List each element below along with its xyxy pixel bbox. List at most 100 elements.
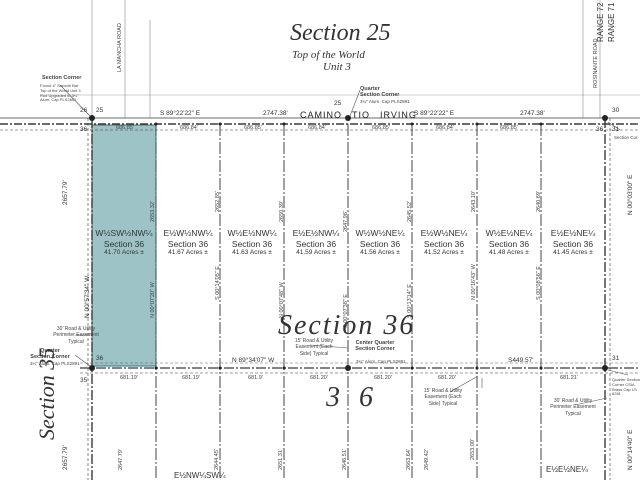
parcel-8-acres: 41.45 Acres ± xyxy=(553,249,593,257)
west-line-distance: 2657.79' xyxy=(62,180,69,205)
parcel-3-acres: 41.63 Acres ± xyxy=(232,249,272,257)
parcel-5-section: Section 36 xyxy=(359,238,401,249)
section-number-35: 35 xyxy=(80,377,88,384)
north-bearing-2: S 89°22'22" E xyxy=(414,110,455,117)
section-number-36-sw: 36 xyxy=(96,355,104,362)
east-section-line xyxy=(604,118,611,480)
center-quarter-label: Center Quarter Section Corner xyxy=(355,340,395,353)
north-dist-b: 686.84' xyxy=(180,125,198,131)
lower-parcel-left: E½NW¼SW¼ xyxy=(174,471,226,480)
vertical-bearing-7: S 00°08'56" E xyxy=(536,266,542,300)
vertical-bearing-2: S 00°14'05" E xyxy=(215,266,221,300)
parcel-4[interactable]: E½E½NW¼ Section 36 41.59 Acres ± xyxy=(286,228,346,257)
easement-note-west: 30' Road & Utility Perimeter Easement Ty… xyxy=(53,326,99,345)
lower-distance-3: 2651.31' xyxy=(278,449,284,470)
parcel-7-name: W½E½NE¼ xyxy=(485,228,533,238)
lower-distance-4: 2663.64' xyxy=(406,449,412,470)
west-section-line xyxy=(87,118,93,480)
parcel-1-name: W½SW½NW¼ xyxy=(95,228,153,238)
north-distance-1: 2747.38' xyxy=(263,110,288,117)
north-dist-c: 686.85' xyxy=(244,125,262,131)
easement-note-center: 15' Road & Utility Easement (Each Side) … xyxy=(294,338,334,357)
leader-lines xyxy=(59,84,629,406)
parcel-5-acres: 41.56 Acres ± xyxy=(360,249,400,257)
road-name-tio: TIO xyxy=(352,110,370,120)
north-road-lines xyxy=(0,117,640,131)
section-number-36-top: 36 xyxy=(596,126,604,133)
easement-note-right: 15' Road & Utility Easement (Each Side) … xyxy=(423,388,463,407)
mid-line-bearing: N 89°34'07" W xyxy=(232,357,275,364)
parcel-7[interactable]: W½E½NE¼ Section 36 41.48 Acres ± xyxy=(479,228,539,257)
parcel-8-name: E½E½NE¼ xyxy=(550,228,596,238)
parcel-1[interactable]: W½SW½NW¼ Section 36 41.70 Acres ± xyxy=(94,228,154,257)
section-25-lines xyxy=(40,0,640,118)
parcel-1-section: Section 36 xyxy=(103,238,145,249)
north-dist-a: 686.85' xyxy=(116,125,134,131)
nw-corner-note: Found 4" Smooth Bar Top of the World Uni… xyxy=(40,83,81,103)
parcel-6-section: Section 36 xyxy=(423,238,465,249)
north-distance-2: 2747.38' xyxy=(520,110,545,117)
north-dist-g: 686.85' xyxy=(500,125,518,131)
lower-distance-7: 2646.51' xyxy=(342,449,348,470)
center-quarter-note: 3¼" Alum. Cap PLS2891 xyxy=(356,359,406,364)
nw-corner-label: Section Corner xyxy=(42,75,82,81)
parcel-4-name: E½E½NW¼ xyxy=(292,228,340,238)
section-number-31-top: 31 xyxy=(612,126,620,133)
mid-dist-b: 681.19' xyxy=(182,375,200,381)
parcel-3-name: W½E½NW¼ xyxy=(227,228,277,238)
section-number-25-mid: 25 xyxy=(334,100,342,107)
section-number-30: 30 xyxy=(612,107,620,114)
vertical-distance-1: 2653.32' xyxy=(150,201,156,222)
mid-dist-g: 681.21' xyxy=(560,375,578,381)
west-quarter-note: 3¼" Alum. Cap PLS2891 xyxy=(30,361,80,366)
parcel-8-section: Section 36 xyxy=(552,238,594,249)
subtitle-unit: Unit 3 xyxy=(323,61,351,73)
section-36-digits: 3 6 xyxy=(326,382,379,413)
lower-distance-5: 2653.00' xyxy=(470,439,476,460)
west-quarter-label: Quarter Section Corner xyxy=(30,348,70,361)
section-number-31-mid: 31 xyxy=(612,355,620,362)
east-line-bearing-lower: N 00°14'40" E xyxy=(627,429,634,470)
vertical-bearing-6: N 00°16'43" W xyxy=(471,264,477,300)
lower-distance-1: 2647.79' xyxy=(118,449,124,470)
lower-distance-6: 2649.42' xyxy=(424,449,430,470)
east-line-bearing-upper: N 00°03'00" E xyxy=(627,174,634,215)
parcel-3[interactable]: W½E½NW¼ Section 36 41.63 Acres ± xyxy=(222,228,282,257)
parcel-6-acres: 41.52 Acres ± xyxy=(424,249,464,257)
parcel-4-section: Section 36 xyxy=(295,238,337,249)
section-number-26: 26 xyxy=(80,107,88,114)
mid-dist-e: 681.20' xyxy=(374,375,392,381)
north-quarter-label: Quarter Section Corner xyxy=(360,86,400,99)
page-title: Section 25 xyxy=(290,20,391,46)
parcel-7-acres: 41.48 Acres ± xyxy=(489,249,529,257)
north-bearing-1: S 89°22'22" E xyxy=(160,110,201,117)
parcel-dividers xyxy=(155,124,542,480)
vertical-distance-5: 2645.52' xyxy=(407,201,413,222)
rosinante-road-label: ROSINANTE ROAD xyxy=(593,38,599,88)
vertical-distance-7: 2640.69' xyxy=(536,191,542,212)
range-label-1: RANGE 72 W xyxy=(596,0,605,42)
corner-markers[interactable] xyxy=(89,115,608,371)
section-36-label: Section 36 xyxy=(278,310,416,341)
parcel-2-section: Section 36 xyxy=(167,238,209,249)
vertical-distance-3: 2650.39' xyxy=(279,201,285,222)
parcel-2-acres: 41.67 Acres ± xyxy=(168,249,208,257)
highlighted-parcel[interactable] xyxy=(91,124,157,367)
north-dist-e: 686.85' xyxy=(372,125,390,131)
road-name-irving: IRVING xyxy=(380,110,417,120)
west-line-distance-lower: 2657.79' xyxy=(62,445,69,470)
parcel-6[interactable]: E½W½NE¼ Section 36 41.52 Acres ± xyxy=(414,228,474,257)
vertical-distance-4: 2647.96' xyxy=(343,211,349,232)
parcel-2[interactable]: E½W½NW¼ Section 36 41.67 Acres ± xyxy=(158,228,218,257)
parcel-5[interactable]: W½W½NE¼ Section 36 41.56 Acres ± xyxy=(350,228,410,257)
parcel-2-name: E½W½NW¼ xyxy=(163,228,213,238)
west-line-bearing: N 00°57'34" W xyxy=(84,275,91,318)
mid-dist-c: 681.9' xyxy=(248,375,263,381)
section-35-label: Section 35 xyxy=(34,347,59,440)
mid-line-distance: S449.57' xyxy=(508,357,534,364)
east-quarter-note: Quarter Section Corner CSIA Brass Cap LS… xyxy=(612,377,640,397)
parcel-1-acres: 41.70 Acres ± xyxy=(104,249,144,257)
parcel-8[interactable]: E½E½NE¼ Section 36 41.45 Acres ± xyxy=(543,228,603,257)
lower-parcel-right: E½E½NE¼ xyxy=(546,465,588,474)
parcel-3-section: Section 36 xyxy=(231,238,273,249)
